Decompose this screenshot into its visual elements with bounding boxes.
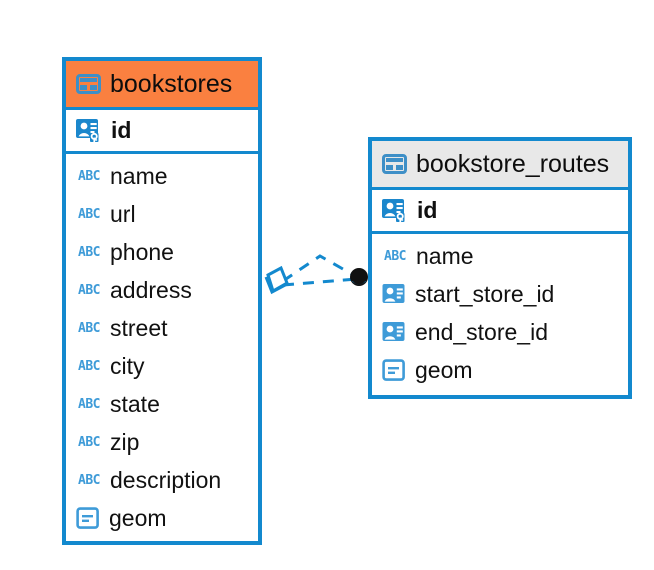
field-label-zip: zip (110, 428, 140, 455)
field-row-primary-key[interactable]: id (372, 190, 628, 234)
relationship-line-upper (282, 254, 358, 283)
abc-text-icon: ABC (78, 358, 100, 374)
entity-table-bookstore-routes[interactable]: bookstore_routes (368, 137, 632, 399)
abc-text-icon: ABC (78, 206, 100, 222)
field-row-name[interactable]: ABC name (66, 157, 258, 195)
field-label-name: name (416, 242, 474, 269)
field-row-start-store-id[interactable]: start_store_id (372, 275, 628, 313)
field-row-end-store-id[interactable]: end_store_id (372, 313, 628, 351)
field-row-description[interactable]: ABC description (66, 461, 258, 499)
abc-text-icon: ABC (78, 472, 100, 488)
foreign-key-icon (382, 321, 407, 343)
field-label-url: url (110, 200, 136, 227)
field-label-end-store-id: end_store_id (415, 318, 548, 345)
foreign-key-icon (382, 283, 407, 305)
relationship-line-lower (282, 277, 358, 287)
field-label-name: name (110, 162, 168, 189)
field-label-street: street (110, 314, 168, 341)
field-row-geom[interactable]: geom (66, 499, 258, 537)
field-label-start-store-id: start_store_id (415, 280, 555, 307)
field-label-id: id (111, 117, 132, 143)
geometry-icon (76, 506, 101, 530)
field-row-city[interactable]: ABC city (66, 347, 258, 385)
field-row-geom[interactable]: geom (372, 351, 628, 389)
field-label-phone: phone (110, 238, 174, 265)
field-row-primary-key[interactable]: id (66, 110, 258, 154)
field-list-bookstores: ABC name ABC url ABC phone ABC (66, 154, 258, 539)
filled-circle-endpoint (350, 268, 368, 286)
abc-text-icon: ABC (78, 396, 100, 412)
field-list-bookstore-routes: ABC name start_store_id (372, 234, 628, 391)
entity-table-bookstores[interactable]: bookstores (62, 57, 262, 545)
abc-text-icon: ABC (78, 282, 100, 298)
abc-text-icon: ABC (78, 320, 100, 336)
abc-text-icon: ABC (384, 248, 406, 264)
primary-key-icon (76, 118, 103, 144)
rhombus-endpoint (264, 265, 289, 295)
field-row-url[interactable]: ABC url (66, 195, 258, 233)
field-label-state: state (110, 390, 160, 417)
abc-text-icon: ABC (78, 244, 100, 260)
field-row-phone[interactable]: ABC phone (66, 233, 258, 271)
field-label-id: id (417, 197, 438, 223)
field-row-name[interactable]: ABC name (372, 237, 628, 275)
table-grid-icon (76, 74, 101, 94)
entity-title-bookstore-routes: bookstore_routes (416, 149, 610, 178)
field-row-zip[interactable]: ABC zip (66, 423, 258, 461)
geometry-icon (382, 358, 407, 382)
primary-key-icon (382, 198, 409, 224)
entity-title-bookstores: bookstores (110, 69, 233, 98)
field-label-description: description (110, 466, 222, 493)
field-label-geom: geom (109, 504, 167, 531)
table-grid-icon (382, 154, 407, 174)
field-label-geom: geom (415, 356, 473, 383)
field-row-state[interactable]: ABC state (66, 385, 258, 423)
field-row-street[interactable]: ABC street (66, 309, 258, 347)
abc-text-icon: ABC (78, 434, 100, 450)
entity-header-bookstores[interactable]: bookstores (66, 61, 258, 110)
field-row-address[interactable]: ABC address (66, 271, 258, 309)
field-label-address: address (110, 276, 192, 303)
abc-text-icon: ABC (78, 168, 100, 184)
entity-header-bookstore-routes[interactable]: bookstore_routes (372, 141, 628, 190)
field-label-city: city (110, 352, 145, 379)
